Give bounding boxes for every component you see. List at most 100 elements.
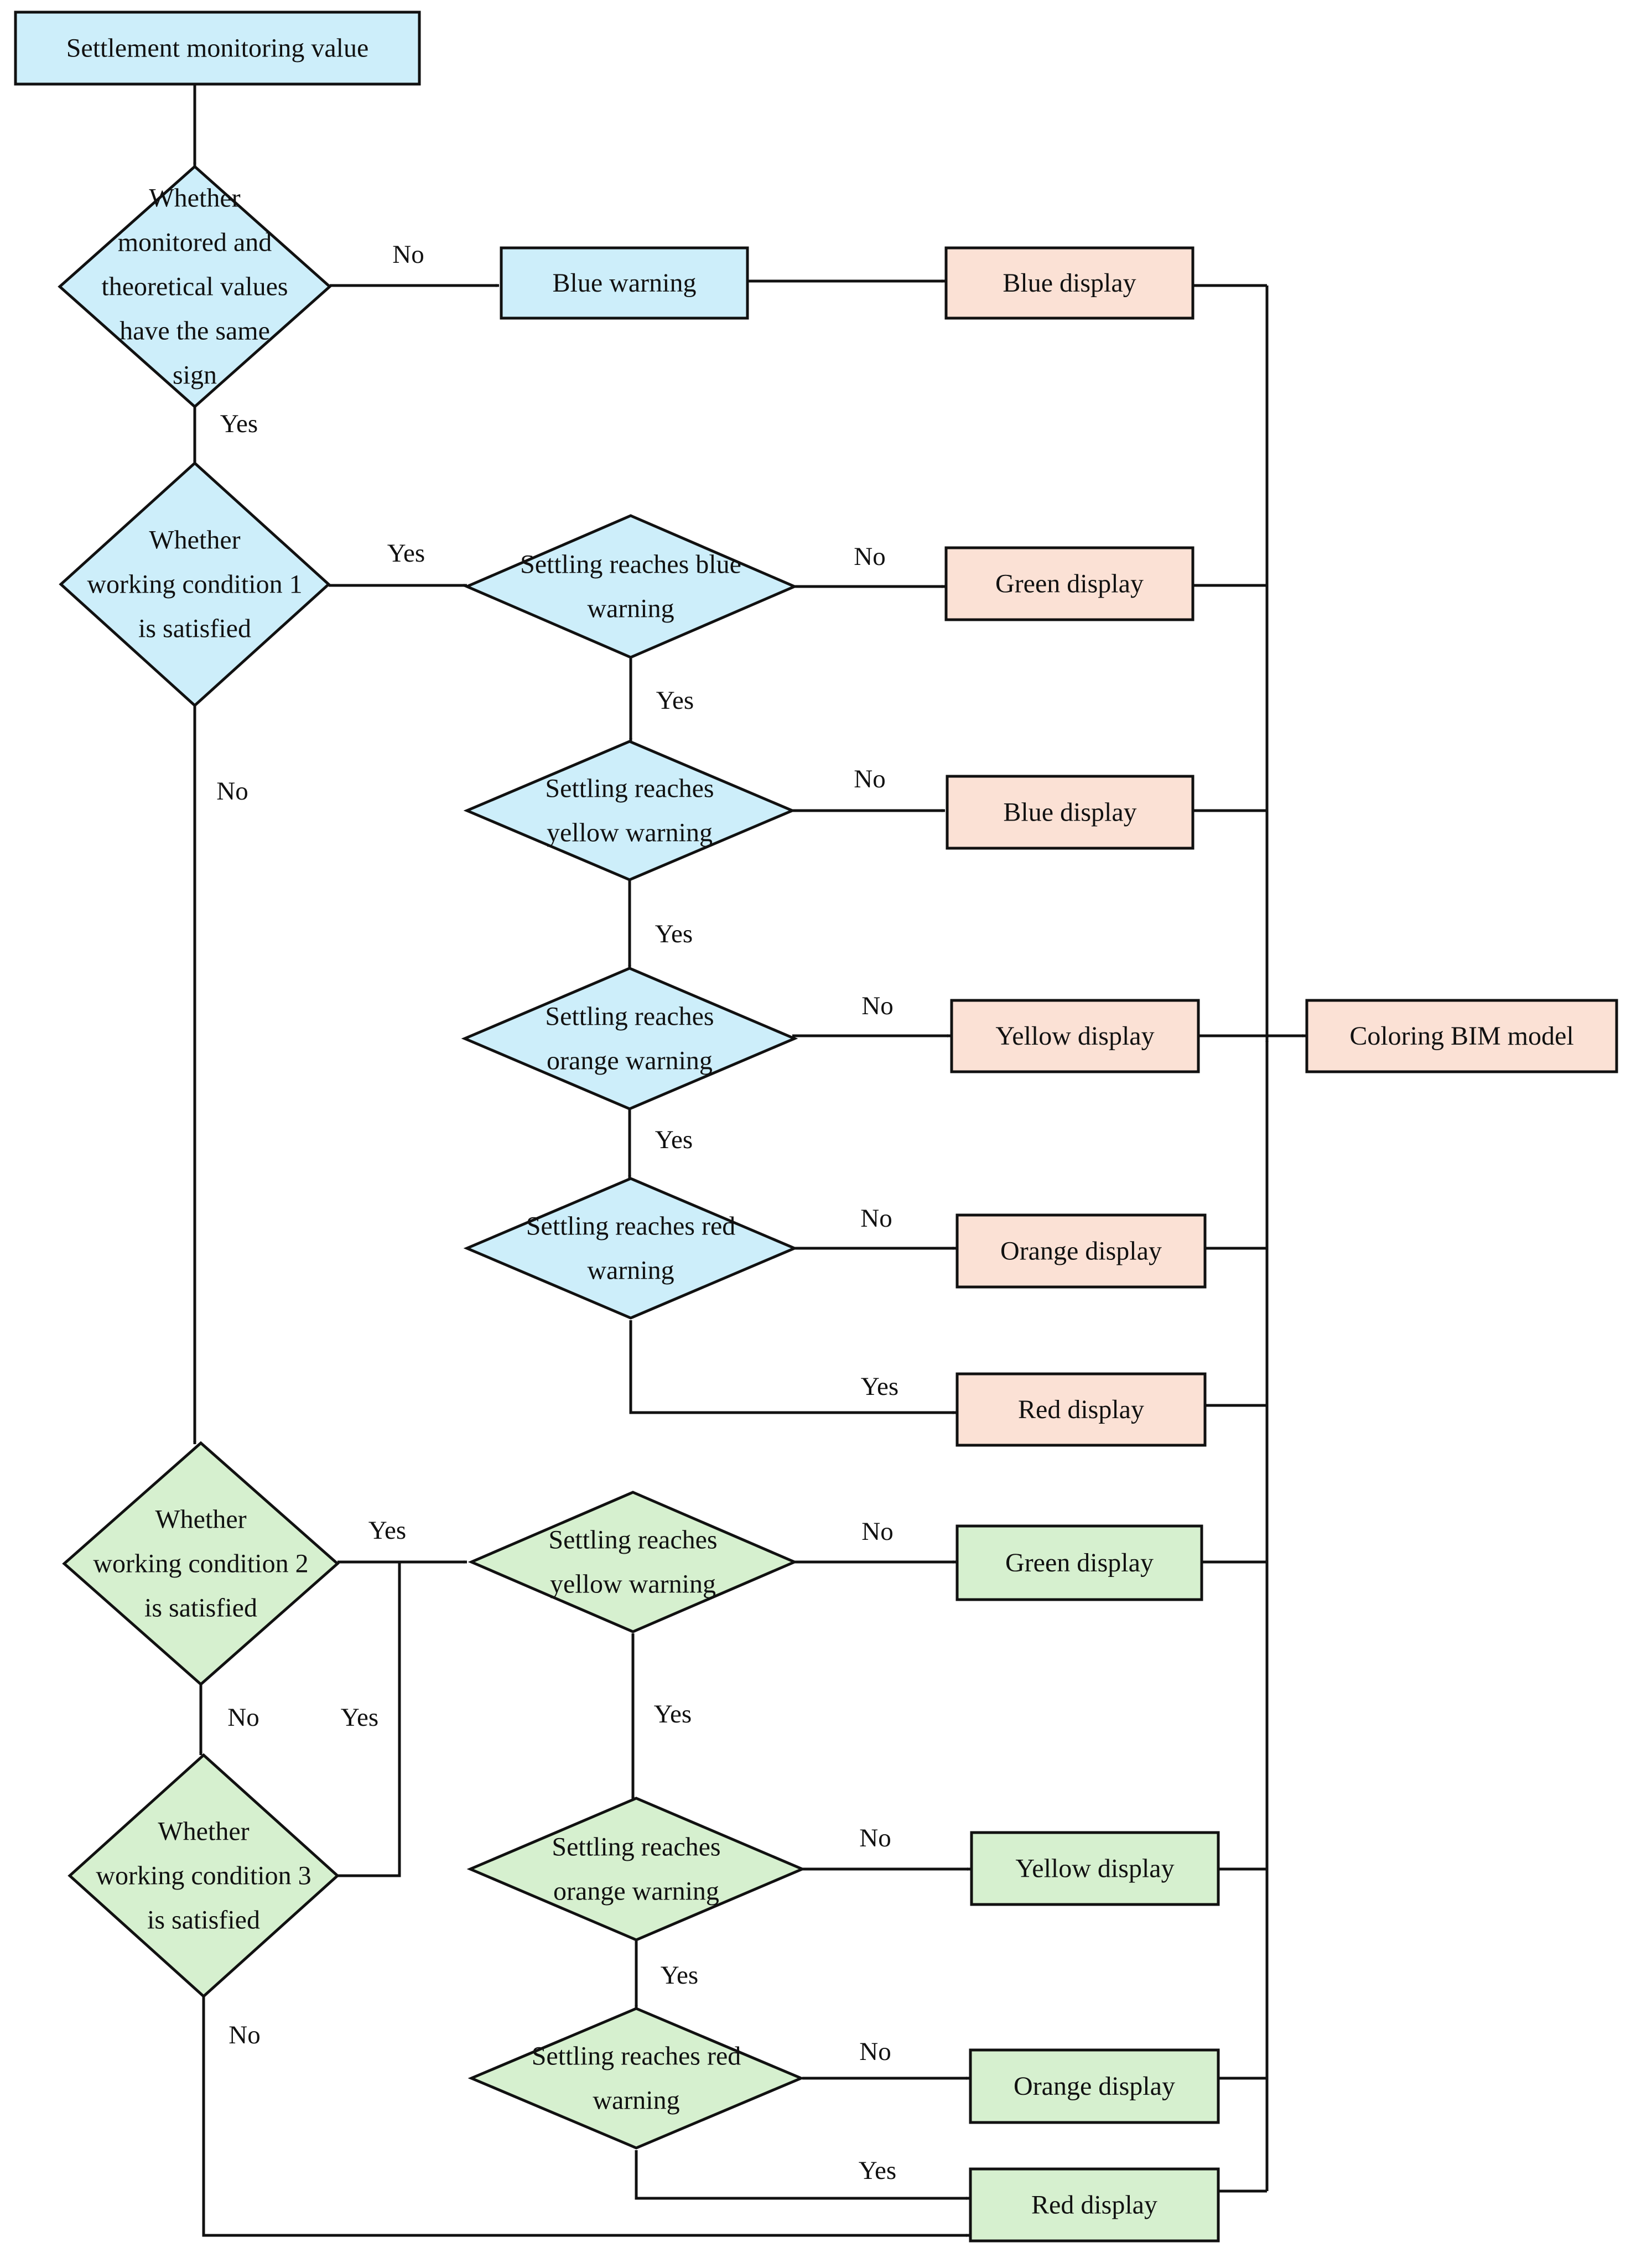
start-label: Settlement monitoring value xyxy=(66,34,369,63)
green_display_2-label: Green display xyxy=(1005,1548,1154,1577)
edge-label-wc1-yes: Yes xyxy=(387,539,425,568)
edge-label-wc3-yes: Yes xyxy=(341,1703,378,1732)
edge-wc3-yes xyxy=(337,1562,401,1877)
orange_display_2-label: Orange display xyxy=(1014,2072,1175,2101)
blue_warning-label: Blue warning xyxy=(553,268,697,298)
coloring_bim-label: Coloring BIM model xyxy=(1349,1021,1573,1051)
blue_display_1-label: Blue display xyxy=(1003,798,1136,827)
edge-label-orange1-no: No xyxy=(861,992,893,1020)
d_blue_1-text-line: warning xyxy=(587,594,674,624)
d-yellow-2-decision: Settling reaches yellow warning xyxy=(468,1491,798,1633)
edge-label-red2-yes: Yes xyxy=(859,2156,896,2185)
edge-label-yellow1-no: No xyxy=(854,765,885,793)
blue_display_top-text-line: Blue display xyxy=(1003,268,1136,298)
blue-warning-box: Blue warning xyxy=(500,246,749,320)
orange-display-2-box: Orange display xyxy=(969,2048,1220,2124)
edge-wc3-no xyxy=(202,1996,970,2237)
d_wc1-text-line: Whether xyxy=(149,526,240,555)
edge-label-wc3-no: No xyxy=(228,2021,260,2049)
d-sign-shape xyxy=(58,164,332,409)
d_wc1-label: Whether working condition 1 is satisfied xyxy=(87,526,302,643)
d_wc2-text-line: is satisfied xyxy=(144,1594,257,1623)
d-red-1-shape xyxy=(463,1177,798,1320)
blue-display-1-box: Blue display xyxy=(946,775,1194,850)
d-yellow-1-decision: Settling reaches yellow warning xyxy=(463,740,796,881)
d_red_2-text-line: warning xyxy=(593,2086,679,2115)
connectors xyxy=(193,84,1306,2237)
coloring-bim-shape xyxy=(1305,999,1618,1073)
edge-label-yellow2-yes: Yes xyxy=(654,1700,692,1729)
d_wc3-text-line: working condition 3 xyxy=(96,1861,311,1891)
d_yellow_2-text-line: yellow warning xyxy=(550,1570,716,1599)
d_yellow_1-label: Settling reaches yellow warning xyxy=(545,774,714,848)
green-display-1-shape xyxy=(944,546,1194,621)
yellow_display_1-label: Yellow display xyxy=(995,1021,1154,1051)
d_wc1-text-line: working condition 1 xyxy=(87,570,302,599)
d_sign-text-line: sign xyxy=(173,361,217,390)
coloring_bim-text-line: Coloring BIM model xyxy=(1349,1021,1573,1051)
edge-label-blue1-yes: Yes xyxy=(656,686,694,715)
d_yellow_2-label: Settling reaches yellow warning xyxy=(548,1525,717,1599)
edge-label-yellow1-yes: Yes xyxy=(655,920,693,948)
yellow-display-2-box: Yellow display xyxy=(970,1831,1220,1906)
d_sign-text-line: theoretical values xyxy=(101,272,288,302)
edge-label-orange2-yes: Yes xyxy=(661,1961,698,1990)
edge-label-wc1-no: No xyxy=(216,777,248,806)
edge-label-wc2-yes: Yes xyxy=(368,1516,406,1545)
d_wc1-text-line: is satisfied xyxy=(138,614,251,643)
green_display_1-label: Green display xyxy=(995,569,1144,599)
d-wc3-shape xyxy=(67,1753,340,1999)
green-display-2-box: Green display xyxy=(955,1524,1203,1601)
red_display_2-label: Red display xyxy=(1031,2191,1157,2220)
d_blue_1-text-line: Settling reaches blue xyxy=(520,550,741,579)
yellow-display-2-shape xyxy=(970,1831,1220,1906)
start-shape xyxy=(14,11,421,86)
d-blue-1-shape xyxy=(463,514,798,659)
d_red_1-text-line: warning xyxy=(587,1256,674,1285)
d-wc1-shape xyxy=(59,461,331,708)
d_orange_2-text-line: orange warning xyxy=(553,1877,719,1906)
blue_display_1-text-line: Blue display xyxy=(1003,798,1136,827)
orange_display_1-label: Orange display xyxy=(1000,1237,1162,1266)
d-wc1-decision: Whether working condition 1 is satisfied xyxy=(59,461,331,708)
yellow-display-1-shape xyxy=(950,999,1200,1073)
d-orange-2-shape xyxy=(466,1797,806,1942)
d_yellow_1-text-line: Settling reaches xyxy=(545,774,714,803)
d_sign-text-line: have the same xyxy=(120,316,270,346)
d_wc2-text-line: Whether xyxy=(155,1505,246,1534)
blue-display-top-box: Blue display xyxy=(944,246,1194,320)
yellow_display_2-label: Yellow display xyxy=(1015,1854,1174,1883)
d_orange_1-text-line: Settling reaches xyxy=(545,1002,714,1031)
edge-label-red1-yes: Yes xyxy=(861,1372,898,1401)
d_yellow_2-text-line: Settling reaches xyxy=(548,1525,717,1555)
d-orange-1-shape xyxy=(461,967,798,1110)
red_display_1-label: Red display xyxy=(1018,1395,1144,1424)
edge-label-yellow2-no: No xyxy=(861,1517,893,1546)
orange_display_1-text-line: Orange display xyxy=(1000,1237,1162,1266)
edge-label-wc2-no: No xyxy=(227,1703,259,1732)
edge-red1-yes xyxy=(629,1320,957,1414)
d_yellow_1-text-line: yellow warning xyxy=(547,818,713,848)
yellow_display_2-text-line: Yellow display xyxy=(1015,1854,1174,1883)
d_wc3-text-line: Whether xyxy=(158,1817,249,1846)
yellow-display-1-box: Yellow display xyxy=(950,999,1200,1073)
start-text-line: Settlement monitoring value xyxy=(66,34,369,63)
edge-label-orange1-yes: Yes xyxy=(655,1125,693,1154)
blue_display_top-label: Blue display xyxy=(1003,268,1136,298)
blue_warning-text-line: Blue warning xyxy=(553,268,697,298)
edge-label-orange2-no: No xyxy=(859,1824,891,1852)
d-yellow-2-shape xyxy=(468,1491,798,1633)
d_orange_1-text-line: orange warning xyxy=(547,1046,713,1076)
d_orange_1-label: Settling reaches orange warning xyxy=(545,1002,714,1076)
